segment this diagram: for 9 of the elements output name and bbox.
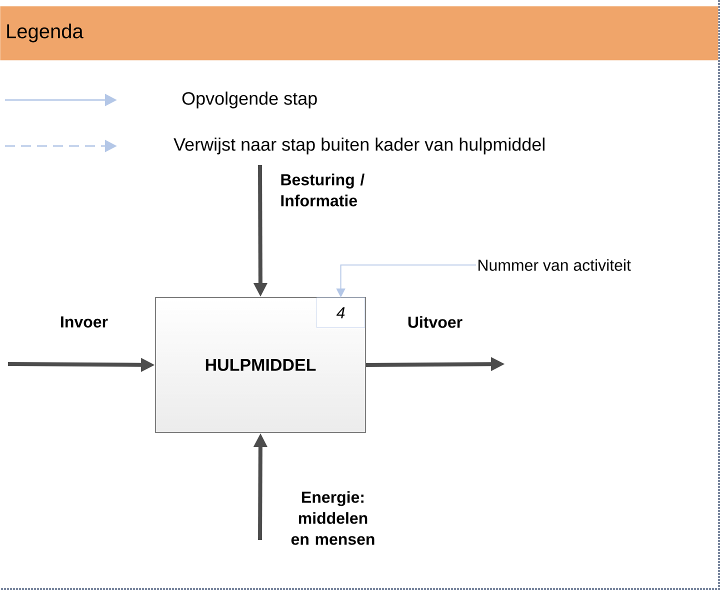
legend-header: Legenda (0, 6, 718, 60)
number-box: 4 (316, 298, 365, 328)
arrow-label: Invoer (61, 316, 108, 328)
leader-text: Nummer van activiteit (478, 259, 631, 271)
arrow-label: Energie: middelen en mensen (291, 491, 374, 545)
arrow-label: Besturing / Informatie (281, 174, 364, 206)
arrow-label: Uitvoer (408, 316, 462, 328)
legend-text: Verwijst naar stap buiten kader van hulpmiddel (174, 138, 544, 154)
legend-text: Opvolgende stap (182, 92, 317, 108)
